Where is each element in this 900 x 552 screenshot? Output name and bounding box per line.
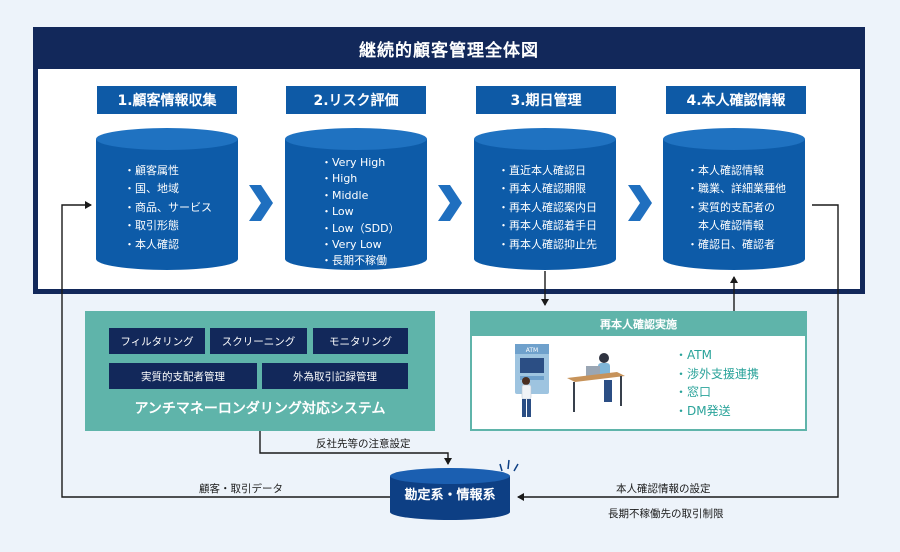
desk-clerk-icon	[567, 353, 625, 412]
step-2-label: 2.リスク評価	[286, 86, 426, 114]
step-3-item: ・再本人確認期限	[498, 182, 586, 196]
step-4-item: 本人確認情報	[687, 219, 764, 233]
atm-counter-illustration: ATM	[515, 344, 625, 417]
beneficial-owner-block: 実質的支配者管理	[109, 363, 257, 389]
step-2-item: ・Low（SDD）	[321, 221, 400, 235]
filtering-block: フィルタリング	[109, 328, 205, 354]
step-2-item: ・High	[321, 172, 358, 186]
step-3-label: 3.期日管理	[476, 86, 616, 114]
step-4-cylinder: ・本人確認情報 ・職業、詳細業種他 ・実質的支配者の 本人確認情報 ・確認日、確…	[663, 128, 805, 270]
reconfirmation-title: 再本人確認実施	[470, 311, 807, 336]
step-4-item: ・確認日、確認者	[687, 237, 775, 251]
step-4-item: ・実質的支配者の	[687, 200, 775, 214]
step-1-cylinder: ・顧客属性 ・国、地域 ・商品、サービス ・取引形態 ・本人確認	[96, 128, 238, 270]
step-4-label: 4.本人確認情報	[666, 86, 806, 114]
channel-item: ・窓口	[675, 385, 712, 399]
step-3-items: ・直近本人確認日 ・再本人確認期限 ・再本人確認案内日 ・再本人確認着手日 ・再…	[498, 162, 597, 254]
step-4-items: ・本人確認情報 ・職業、詳細業種他 ・実質的支配者の 本人確認情報 ・確認日、確…	[687, 162, 786, 254]
step-1-label: 1.顧客情報収集	[97, 86, 237, 114]
step-2-item: ・Low	[321, 205, 354, 219]
atm-sign-text: ATM	[526, 347, 538, 354]
reconfirmation-channels: ・ATM ・渉外支援連携 ・窓口 ・DM発送	[675, 346, 759, 420]
step-3-item: ・直近本人確認日	[498, 164, 586, 177]
step-1-item: ・本人確認	[124, 237, 179, 251]
channel-item: ・ATM	[675, 348, 712, 362]
customer-icon	[521, 377, 532, 417]
step-1-item: ・顧客属性	[124, 164, 179, 177]
step-2-item: ・Very High	[321, 156, 386, 169]
step-4-item: ・職業、詳細業種他	[687, 182, 786, 196]
customer-data-label: 顧客・取引データ	[199, 483, 283, 495]
forex-record-block: 外為取引記録管理	[262, 363, 408, 389]
screening-block: スクリーニング	[210, 328, 307, 354]
step-3-cylinder: ・直近本人確認日 ・再本人確認期限 ・再本人確認案内日 ・再本人確認着手日 ・再…	[474, 128, 616, 270]
step-3-item: ・再本人確認抑止先	[498, 237, 597, 251]
chevron-right-icon	[249, 185, 273, 221]
step-2-item: ・Very Low	[321, 238, 382, 252]
step-2-item: ・Middle	[321, 188, 369, 202]
antisocial-setting-label: 反社先等の注意設定	[316, 438, 411, 450]
dormant-restriction-label: 長期不稼働先の取引制限	[608, 508, 724, 520]
chevron-right-icon	[438, 185, 462, 221]
step-1-item: ・取引形態	[124, 219, 179, 233]
channel-item: ・渉外支援連携	[675, 366, 760, 381]
step-1-item: ・国、地域	[124, 182, 179, 196]
step-4-item: ・本人確認情報	[687, 164, 764, 177]
accounting-info-system-label: 勘定系・情報系	[404, 488, 496, 503]
diagram-title: 継続的顧客管理全体図	[33, 27, 865, 69]
step-2-item: ・長期不稼働	[321, 254, 387, 268]
step-3-item: ・再本人確認着手日	[498, 219, 597, 233]
customer-data-arrow	[61, 201, 390, 498]
step-1-item: ・商品、サービス	[124, 200, 212, 214]
signal-icon	[499, 459, 519, 472]
identity-setting-arrow	[517, 204, 839, 501]
antisocial-arrow	[259, 431, 452, 465]
step-3-item: ・再本人確認案内日	[498, 200, 597, 214]
step-1-items: ・顧客属性 ・国、地域 ・商品、サービス ・取引形態 ・本人確認	[124, 162, 212, 254]
step-2-items: ・Very High ・High ・Middle ・Low ・Low（SDD） …	[321, 155, 400, 270]
step-2-cylinder: ・Very High ・High ・Middle ・Low ・Low（SDD） …	[285, 128, 427, 270]
channel-item: ・DM発送	[675, 403, 731, 418]
monitoring-block: モニタリング	[313, 328, 408, 354]
identity-setting-label: 本人確認情報の設定	[616, 483, 711, 495]
chevron-right-icon	[628, 185, 652, 221]
accounting-info-system: 勘定系・情報系	[390, 468, 510, 526]
aml-system-title: アンチマネーロンダリング対応システム	[134, 401, 386, 417]
